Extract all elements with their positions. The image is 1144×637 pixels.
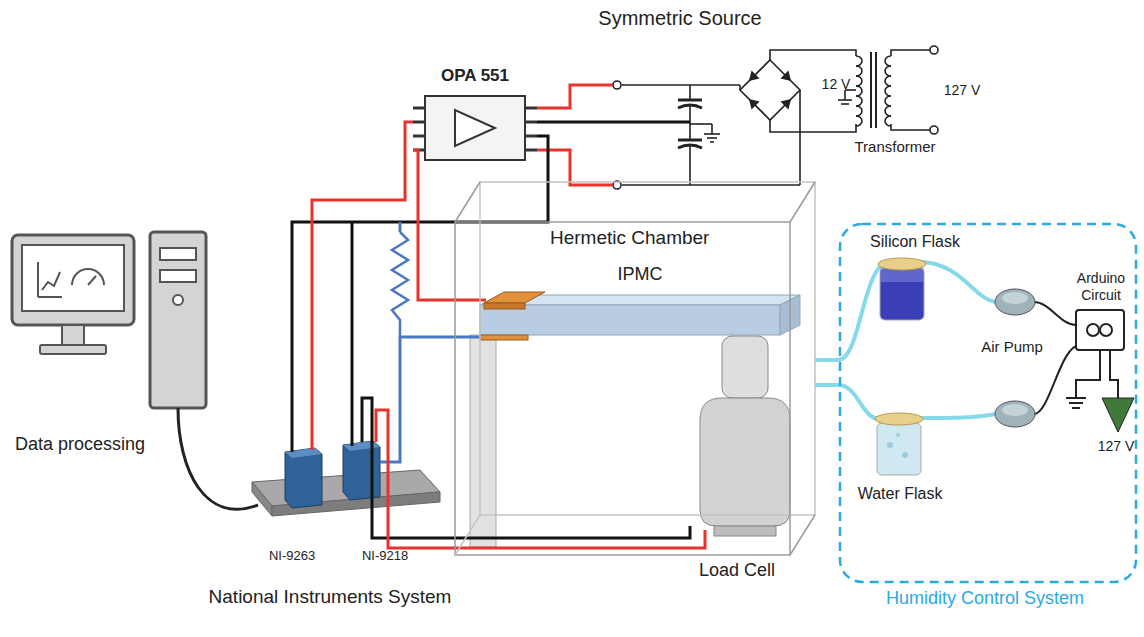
terminal [613, 181, 621, 189]
wiring [292, 85, 705, 548]
node-heading: Hermetic Chamber [550, 227, 709, 250]
chamber-box: Hermetic Chamber [455, 182, 815, 555]
terminal [613, 81, 621, 89]
ipmc-setup [470, 292, 800, 547]
chamber-outline [455, 182, 815, 555]
part-label: Water Flask [858, 484, 943, 503]
component-label: Transformer [854, 138, 935, 156]
humidity-region: Humidity Control System [838, 222, 1140, 634]
region-outline [838, 222, 1140, 634]
system-label: National Instruments System [200, 586, 460, 609]
opamp-chip [413, 96, 537, 160]
part-label: Arduino Circuit [1063, 270, 1139, 304]
air-tube [815, 383, 838, 387]
power-supply-schematic [622, 50, 930, 185]
part-label: IPMC [618, 264, 663, 286]
voltage-label: 127 V [1098, 438, 1135, 455]
node-heading: Humidity Control System [885, 588, 1085, 610]
air-tube [815, 358, 838, 362]
ni-daq-system [252, 441, 440, 516]
part-label: Load Cell [699, 560, 775, 582]
part-label: Air Pump [981, 338, 1043, 356]
part-label: Data processing [15, 434, 145, 456]
humidity-parts [838, 258, 1134, 475]
voltage-label: 127 V [944, 82, 981, 99]
module-label: NI-9263 [269, 548, 315, 564]
terminal [930, 46, 938, 54]
part-label: Silicon Flask [870, 232, 960, 251]
chip-label: OPA 551 [441, 66, 509, 86]
computer-icon [12, 232, 258, 509]
voltage-label: 12 V [822, 76, 851, 93]
terminal [930, 126, 938, 134]
module-label: NI-9218 [362, 548, 408, 564]
block-title: Symmetric Source [598, 6, 761, 30]
